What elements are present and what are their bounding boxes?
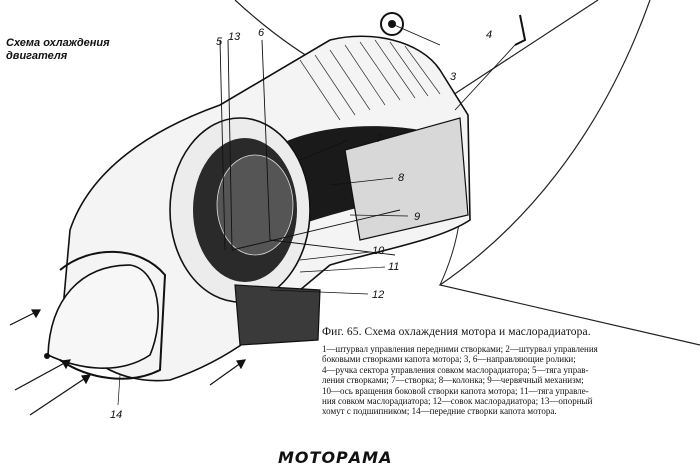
callout-14: 14: [110, 409, 122, 421]
figure-legend: 1—штурвал управления передними створками…: [322, 344, 678, 417]
callout-13: 13: [228, 31, 241, 43]
callout-6: 6: [258, 27, 265, 39]
callout-11: 11: [388, 261, 399, 273]
callout-4: 4: [486, 29, 492, 41]
engine-cylinders: [216, 154, 294, 256]
callout-leaders: [117, 139, 409, 406]
oil-cooler-scoop: [234, 284, 321, 346]
callout-3: 3: [450, 71, 457, 83]
side-flap: [344, 117, 469, 241]
motorama-logo: МОТОРАМА: [278, 448, 393, 467]
callout-5: 5: [216, 36, 223, 48]
lever-4: [514, 14, 527, 46]
spinner: [47, 264, 159, 369]
diagram-heading: Схема охлаждения двигателя: [6, 37, 156, 63]
callout-10: 10: [372, 245, 385, 257]
figure-caption-title: Фиг. 65. Схема охлаждения мотора и масло…: [322, 326, 591, 338]
callout-9: 9: [414, 211, 420, 223]
callout-7: 7: [376, 133, 383, 145]
callout-8: 8: [398, 172, 405, 184]
spinner-tip: [44, 353, 50, 359]
wing-leading-edge: [438, 0, 700, 346]
legend-line: боковыми створками капота мотора; 3, 6—н…: [322, 354, 576, 365]
diagram-heading-line-2: двигателя: [6, 50, 68, 62]
legend-line: 10—ось вращения боковой створки капота м…: [322, 385, 589, 396]
control-cables: [219, 23, 516, 256]
callout-12: 12: [372, 289, 384, 301]
diagram-heading-line-1: Схема охлаждения: [6, 37, 110, 49]
legend-line: ления створками; 7—створка; 8—колонка; 9…: [322, 375, 584, 386]
legend-line: хомут с подшипником; 14—передние створки…: [322, 406, 557, 417]
handwheel-2: [380, 12, 404, 36]
legend-line: ния совком маслорадиатора; 12—совок масл…: [322, 396, 593, 407]
legend-line: 4—ручка сектора управления совком маслор…: [322, 364, 589, 375]
cowling-shading: [299, 39, 441, 121]
legend-line: 1—штурвал управления передними створками…: [322, 344, 598, 354]
airflow-arrows: [9, 309, 247, 416]
front-flaps-ring: [59, 250, 167, 380]
